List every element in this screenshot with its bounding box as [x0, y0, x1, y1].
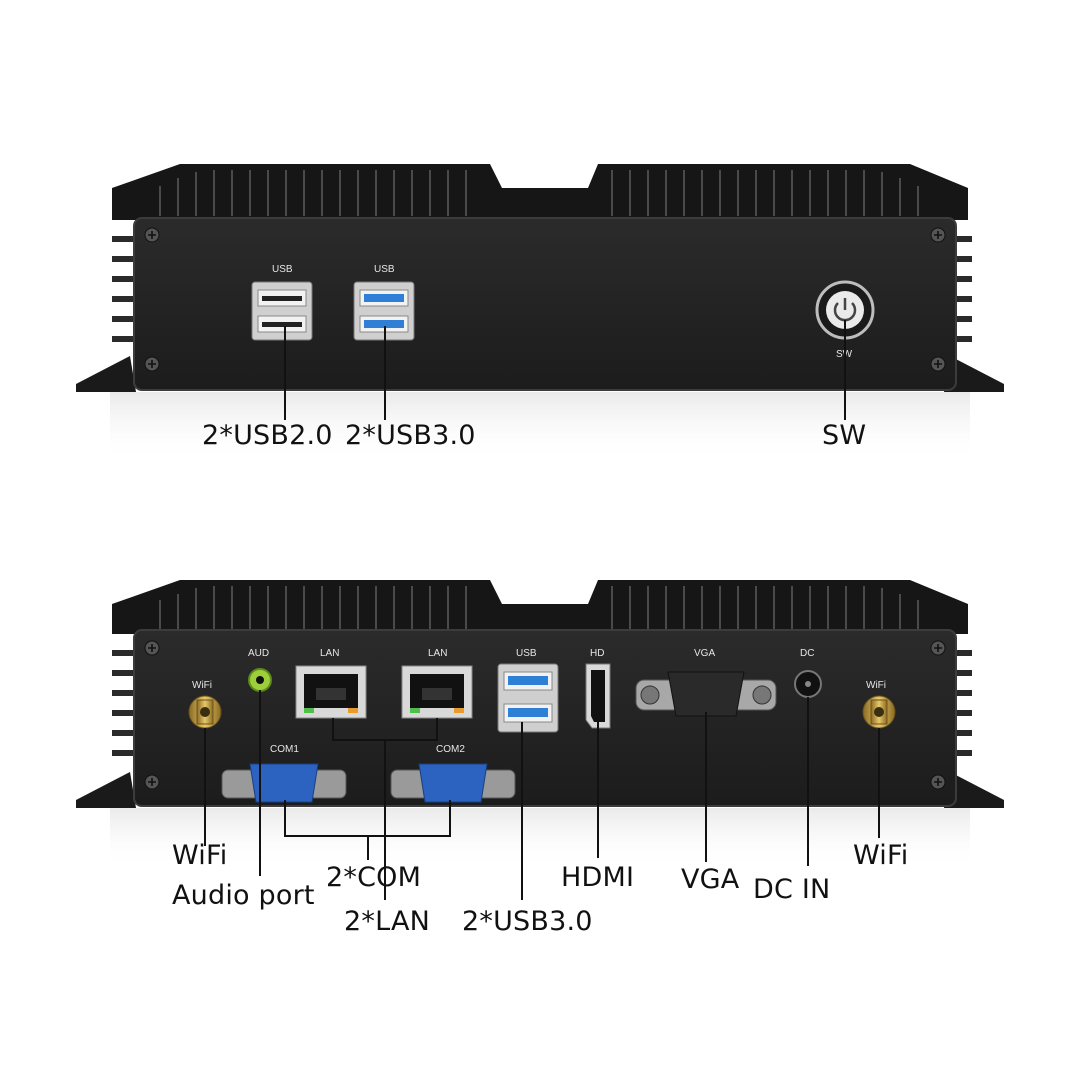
rear-leader-lines: [204, 690, 880, 900]
rear-com1-label: COM1: [270, 744, 299, 755]
rear-side-fins-right: [948, 650, 972, 756]
rear-usb-label: USB: [516, 648, 537, 659]
power-button-icon: [815, 280, 875, 340]
callout-wifi-left: WiFi: [172, 840, 228, 871]
front-foot-right: [944, 356, 1004, 392]
front-heatsink-fins: [159, 170, 919, 216]
front-side-fins-right: [948, 236, 972, 342]
dc-jack-icon: [794, 670, 822, 698]
rear-lan-label-2: LAN: [428, 648, 447, 659]
rear-com2-label: COM2: [436, 744, 465, 755]
audio-jack-icon: [248, 668, 272, 692]
callout-com: 2*COM: [326, 862, 422, 893]
rear-lan-label-1: LAN: [320, 648, 339, 659]
lan-port-icon: [401, 665, 473, 719]
front-usb-label-a: USB: [272, 264, 293, 275]
callout-usb2: 2*USB2.0: [202, 420, 333, 451]
front-reflection: [110, 392, 970, 462]
callout-hdmi: HDMI: [561, 862, 635, 893]
front-usb-label-b: USB: [374, 264, 395, 275]
rear-reflection: [110, 808, 970, 868]
rear-foot-left: [76, 772, 136, 808]
callout-usb3-rear: 2*USB3.0: [462, 906, 593, 937]
screw-icon: [144, 356, 160, 372]
rear-hd-label: HD: [590, 648, 604, 659]
usb2-port-stack: [251, 281, 313, 341]
rear-wifi-label-left: WiFi: [192, 680, 212, 691]
rear-dc-label: DC: [800, 648, 814, 659]
screw-icon: [930, 774, 946, 790]
rear-wifi-label-right: WiFi: [866, 680, 886, 691]
rear-aud-label: AUD: [248, 648, 269, 659]
lan-port-icon: [295, 665, 367, 719]
callout-vga: VGA: [681, 864, 740, 895]
rear-foot-right: [944, 772, 1004, 808]
screw-icon: [930, 356, 946, 372]
com-port-icon: [390, 763, 516, 803]
callout-usb3-front: 2*USB3.0: [345, 420, 476, 451]
rear-heatsink-fins: [159, 586, 919, 630]
rear-side-fins-left: [112, 650, 136, 756]
callout-audio-port: Audio port: [172, 880, 315, 911]
antenna-connector-icon: [862, 695, 896, 729]
vga-port-icon: [635, 671, 777, 717]
callout-lan: 2*LAN: [344, 906, 431, 937]
rear-device: WiFi AUD LAN LAN COM1: [76, 580, 1004, 900]
front-side-fins-left: [112, 236, 136, 342]
com-port-icon: [221, 763, 347, 803]
rear-heatsink-top: [112, 580, 968, 634]
hdmi-port-icon: [585, 663, 611, 729]
front-panel: [133, 217, 957, 391]
callout-sw: SW: [822, 420, 867, 451]
screw-icon: [930, 227, 946, 243]
usb3-port-stack-rear: [497, 663, 559, 733]
usb3-port-stack-front: [353, 281, 415, 341]
screw-icon: [144, 774, 160, 790]
antenna-connector-icon: [188, 695, 222, 729]
front-leader-lines: [284, 320, 846, 420]
front-heatsink-top: [112, 164, 968, 220]
front-foot-left: [76, 356, 136, 392]
rear-vga-label: VGA: [694, 648, 715, 659]
callout-dc-in: DC IN: [753, 874, 831, 905]
screw-icon: [144, 227, 160, 243]
callout-wifi-right: WiFi: [853, 840, 909, 871]
front-device: USB USB SW: [76, 164, 1004, 462]
screw-icon: [144, 640, 160, 656]
screw-icon: [930, 640, 946, 656]
